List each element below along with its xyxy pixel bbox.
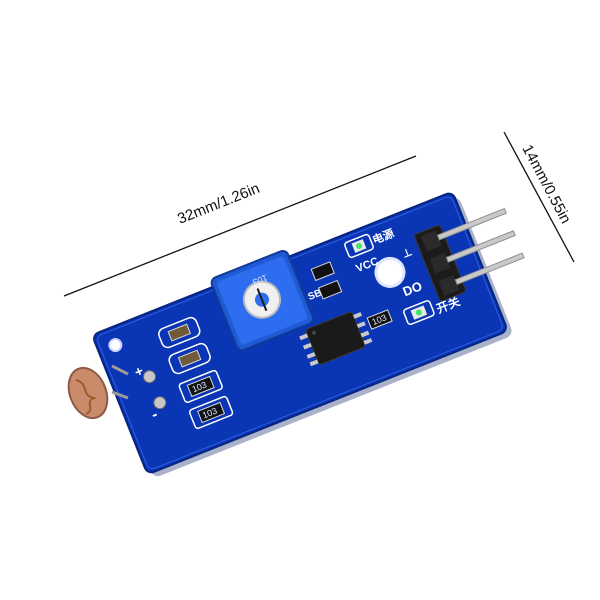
smd-row-2 [168,342,211,375]
sensor-board: + - 103 103 10 [93,192,525,477]
ldr-pad-bottom [153,396,167,410]
pin-header [414,207,525,302]
width-dimension: 14mm/0.55in [503,131,575,263]
smd-row-4: 103 [188,395,234,429]
gnd-marker: ⊥ [400,246,414,261]
mounting-hole-right [374,256,406,288]
pin-vcc[interactable] [436,207,507,241]
smd-row-3: 103 [178,369,223,403]
mounting-hole-left [108,338,123,353]
potentiometer[interactable]: 103 SBV [210,240,337,352]
photoresistor [67,364,129,420]
pin-gnd[interactable] [445,230,516,263]
pin-do[interactable] [454,252,525,286]
width-label: 14mm/0.55in [518,142,574,227]
ldr-pad-top [142,370,156,384]
do-label: DO [401,278,425,299]
length-label: 32mm/1.26in [175,180,262,228]
smd-row-1 [158,316,201,349]
comparator-chip [299,311,373,367]
smd-near-pot: 103 [310,261,393,330]
pot-slot [256,288,268,312]
minus-label: - [149,406,160,424]
